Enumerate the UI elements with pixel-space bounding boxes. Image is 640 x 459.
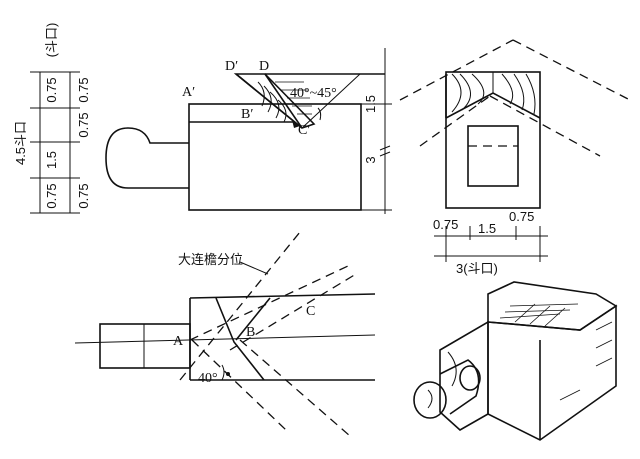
wedge-grain-1	[257, 81, 265, 107]
iso-shade	[559, 321, 613, 401]
corner-mark	[292, 120, 300, 128]
isometric-view	[413, 281, 618, 441]
iso-grain-2	[447, 351, 457, 387]
dim-left-unit: (斗口)	[44, 23, 59, 58]
label-a-prime: A′	[182, 85, 195, 100]
label-d: D	[259, 59, 269, 74]
wedge-outer-line	[235, 73, 303, 129]
angle-line	[301, 73, 361, 129]
elevation-view	[30, 48, 392, 214]
label-c: C	[306, 304, 315, 319]
plan-tenon	[99, 323, 191, 369]
section-inner-rect	[467, 125, 519, 187]
plan-dash-5	[239, 339, 351, 437]
plan-dash-2	[189, 265, 349, 341]
section-dash-left-mid	[419, 95, 491, 147]
plan-top-line	[189, 293, 376, 299]
section-dash-left-top	[399, 39, 514, 101]
plan-dash-4	[191, 339, 287, 431]
dim-right-upper: 1.5	[363, 95, 378, 113]
sec-dim-c: 0.75	[509, 209, 534, 224]
beam-block	[188, 103, 362, 211]
split-leader	[239, 261, 269, 275]
iso-tenon-end	[413, 381, 447, 419]
plan-center-line	[74, 334, 376, 344]
wedge-inner-line	[264, 73, 303, 129]
iso-right-face	[487, 304, 617, 441]
dim-left-a2: 1.5	[44, 151, 59, 169]
section-grain-3	[471, 73, 485, 105]
iso-tenon-neck	[459, 365, 481, 391]
plan-angle-arc	[221, 364, 225, 381]
iso-tenon-body	[439, 359, 480, 415]
dim-left-b1: 0.75	[76, 77, 91, 102]
section-dash-right-top	[512, 39, 631, 101]
iso-grain-1	[427, 389, 433, 409]
section-grain-4	[501, 73, 514, 105]
plan-view	[74, 231, 376, 437]
section-dash-right-mid	[489, 95, 601, 157]
wedge-grain-2	[263, 85, 272, 113]
plan-chevron-inner	[215, 297, 265, 381]
sec-dim-b: 1.5	[478, 221, 496, 236]
dim-left-a1: 0.75	[44, 77, 59, 102]
angle-arc	[317, 107, 322, 121]
dim-left-b3: 0.75	[76, 183, 91, 208]
label-b: B	[246, 325, 255, 340]
section-grain-1	[451, 73, 462, 113]
label-c-prime: C′	[298, 123, 310, 138]
sec-dim-a: 0.75	[433, 217, 458, 232]
iso-front-face	[439, 320, 489, 431]
tenon-head	[105, 127, 189, 189]
label-b-prime: B′	[241, 107, 253, 122]
label-angle-40: 40°	[198, 371, 218, 386]
dim-left-total: 4.5斗口	[13, 121, 28, 165]
section-grain-5	[513, 73, 525, 111]
label-d-prime: D′	[225, 59, 238, 74]
dim-left-a3: 0.75	[44, 183, 59, 208]
iso-hatch	[499, 303, 579, 327]
label-angle-range: 40°~45°	[290, 86, 337, 101]
wedge-grain-4	[277, 99, 287, 123]
dim-left-b2: 0.75	[76, 112, 91, 137]
section-grain-6	[525, 73, 536, 115]
plan-dash-1	[179, 231, 301, 381]
section-grain-2	[459, 73, 471, 111]
label-split: 大连檐分位	[178, 252, 243, 267]
right-dim-break	[379, 145, 391, 157]
plan-dash-3	[229, 273, 357, 351]
label-a: A	[173, 334, 184, 349]
sec-dim-total: 3(斗口)	[456, 261, 498, 276]
plan-angle-dot	[226, 372, 230, 376]
section-view	[399, 39, 631, 262]
iso-top-face	[487, 281, 618, 331]
dim-right-lower: 3	[363, 156, 378, 163]
wedge-grain-3	[269, 91, 280, 119]
